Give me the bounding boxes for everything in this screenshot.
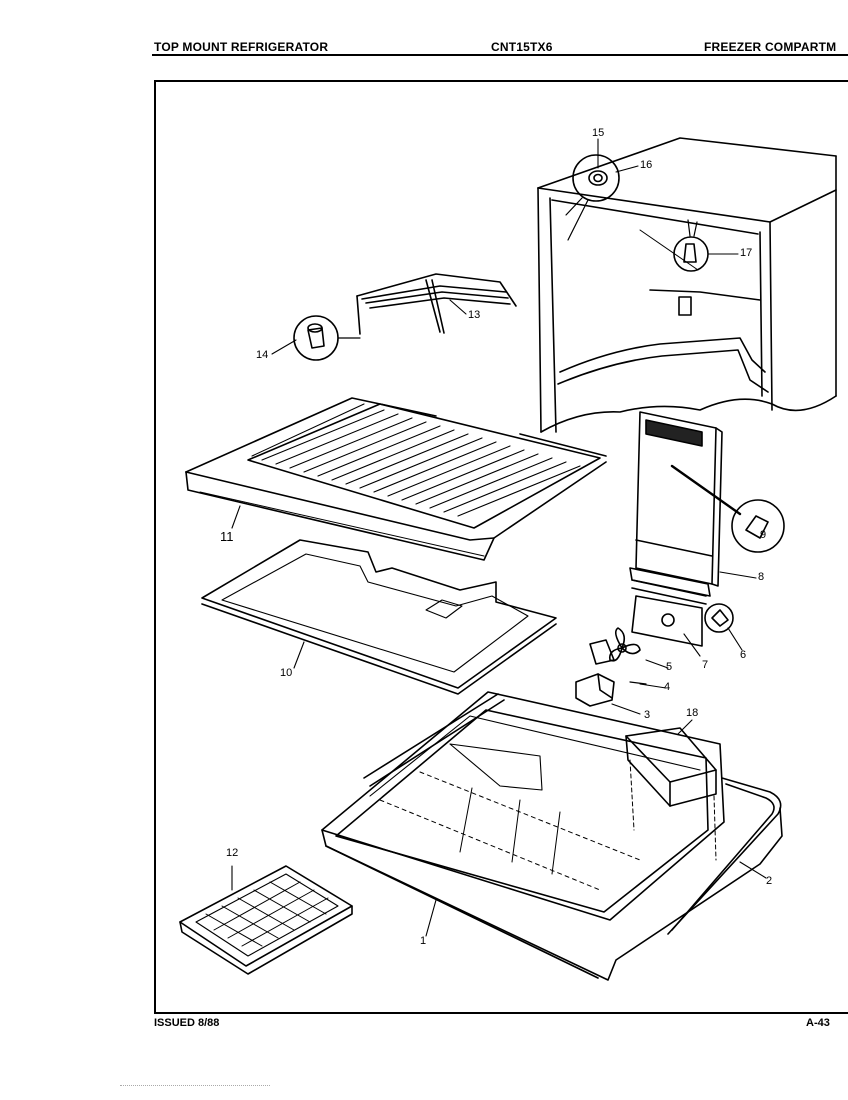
callout-11: 11 xyxy=(220,529,234,544)
detail-6 xyxy=(704,603,734,633)
callout-15: 15 xyxy=(592,127,605,139)
callout-6: 6 xyxy=(740,649,747,661)
callout-17: 17 xyxy=(740,247,753,259)
callout-7: 7 xyxy=(702,659,709,671)
callout-3: 3 xyxy=(644,709,651,721)
callout-4: 4 xyxy=(664,681,671,693)
callout-12: 12 xyxy=(226,847,239,859)
callout-13: 13 xyxy=(468,309,481,321)
freezer-shelf-11 xyxy=(185,397,607,561)
freezer-cabinet xyxy=(537,137,837,433)
callout-14: 14 xyxy=(256,349,269,361)
header-model-number: CNT15TX6 xyxy=(491,40,553,54)
wire-shelf-13 xyxy=(356,273,517,335)
detail-9 xyxy=(731,499,785,553)
callout-8: 8 xyxy=(758,571,765,583)
callout-10: 10 xyxy=(280,667,293,679)
callout-5: 5 xyxy=(666,661,673,673)
detail-14 xyxy=(293,315,361,361)
header-section: FREEZER COMPARTM xyxy=(704,40,837,54)
callout-9: 9 xyxy=(760,529,767,541)
callout-16: 16 xyxy=(640,159,653,171)
callout-18: 18 xyxy=(686,707,699,719)
damper-detail-15-16 xyxy=(565,154,620,241)
ice-tray-12 xyxy=(179,865,353,975)
diagram-frame xyxy=(154,80,848,1014)
detail-17 xyxy=(673,219,709,272)
fan-motor-3 xyxy=(575,673,647,707)
callout-1: 1 xyxy=(420,935,427,947)
callout-2: 2 xyxy=(766,875,773,887)
leader-lines xyxy=(231,138,767,937)
fan-bracket-7 xyxy=(631,595,703,647)
page-number: A-43 xyxy=(806,1017,830,1029)
gasket-2 xyxy=(363,693,782,935)
scan-artifact xyxy=(120,1085,270,1086)
freezer-bottom-liner-1 xyxy=(321,691,783,981)
fan-blade-5 xyxy=(589,627,641,665)
evaporator-cover-10 xyxy=(201,539,557,695)
header-model-type: TOP MOUNT REFRIGERATOR xyxy=(154,40,329,54)
evaporator-fan-housing-8 xyxy=(629,411,742,605)
header-rule xyxy=(152,54,848,56)
issued-date: ISSUED 8/88 xyxy=(154,1017,220,1029)
duct-18 xyxy=(625,727,717,861)
